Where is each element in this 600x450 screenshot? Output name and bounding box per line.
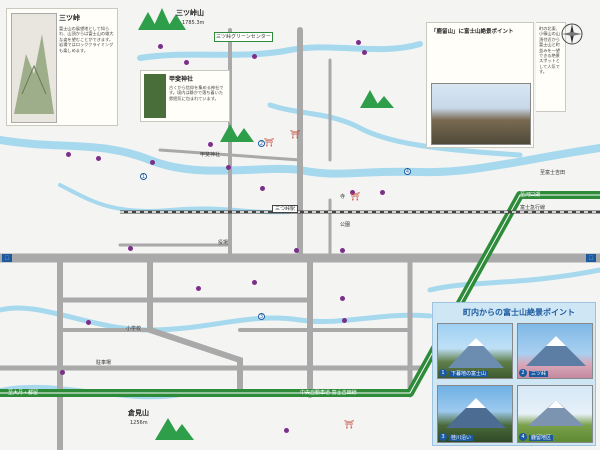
rail-line-label: 富士急行線 bbox=[520, 205, 546, 211]
poi-dot[interactable] bbox=[294, 248, 299, 253]
panel-mitsutoge-title: 三ツ峠 bbox=[59, 14, 80, 22]
highway-label: 中央自動車道 富士吉田線 bbox=[300, 390, 357, 396]
poi-dot[interactable] bbox=[350, 190, 355, 195]
poi-dot[interactable] bbox=[342, 318, 347, 323]
road-right-top-label: 至富士吉田 bbox=[540, 170, 566, 176]
poi-dot[interactable] bbox=[60, 370, 65, 375]
photo-3-caption: 桂川沿い bbox=[449, 435, 474, 441]
panel-shrine-text: 古くから信仰を集める神社です。境内は静かで落ち着いた雰囲気に包まれています。 bbox=[169, 85, 224, 101]
panel-fuji-points: 町内からの富士山絶景ポイント 1 bbox=[432, 302, 596, 446]
panel-mitsutoge-text: 富士山の展望地として知られ、山頂からは富士山の雄大な姿を望むことができます。岩場… bbox=[59, 26, 114, 53]
poi-dot[interactable] bbox=[260, 186, 265, 191]
poi-dot[interactable] bbox=[184, 60, 189, 65]
torii-icon[interactable]: ⛩ bbox=[344, 420, 355, 429]
peak-kuramiyama-height: 1256m bbox=[130, 420, 148, 426]
route-marker-1[interactable]: 1 bbox=[140, 173, 147, 180]
mitsutoge-illustration bbox=[11, 13, 57, 123]
shrine-photo bbox=[144, 74, 166, 118]
panel-shrine: 甲斐神社 古くから信仰を集める神社です。境内は静かで落ち着いた雰囲気に包まれてい… bbox=[140, 70, 230, 122]
road-left-bottom-label: 至大月・都留 bbox=[8, 390, 39, 396]
poi-dot[interactable] bbox=[340, 296, 345, 301]
poi-dot[interactable] bbox=[340, 248, 345, 253]
parking-label: 駐車場 bbox=[96, 360, 112, 366]
temple-label: 寺 bbox=[340, 194, 346, 200]
poi-dot[interactable] bbox=[356, 40, 361, 45]
poi-dot[interactable] bbox=[226, 165, 231, 170]
torii-icon[interactable]: ⛩ bbox=[350, 192, 361, 201]
peak-mitsutoge-height: 1785.3m bbox=[182, 20, 205, 26]
photo-1-caption: 下暮地の富士山 bbox=[449, 371, 489, 377]
green-center-label[interactable]: 三ツ峠グリーンセンター bbox=[214, 32, 273, 42]
poi-dot[interactable] bbox=[284, 428, 289, 433]
route-marker-4[interactable]: 4 bbox=[404, 168, 411, 175]
poi-dot[interactable] bbox=[208, 142, 213, 147]
photo-3-number: 3 bbox=[439, 433, 447, 441]
route-marker-2[interactable]: 2 bbox=[258, 140, 265, 147]
fuji-photo-1 bbox=[437, 323, 513, 379]
poi-dot[interactable] bbox=[96, 156, 101, 161]
poi-dot[interactable] bbox=[86, 320, 91, 325]
panel-viewpoint-text: 町の北東、小篠山の山頂付近から富士山と町並みを一望できる絶景スポットとして人気で… bbox=[539, 26, 560, 75]
shrine-label: 甲斐神社 bbox=[200, 152, 221, 158]
photo-2-caption: 三ツ峠 bbox=[529, 371, 549, 377]
panel-shrine-title: 甲斐神社 bbox=[169, 76, 194, 83]
peak-kuramiyama-name: 倉見山 bbox=[128, 409, 149, 417]
poi-dot[interactable] bbox=[362, 50, 367, 55]
photo-1-number: 1 bbox=[439, 369, 447, 377]
panel-fuji-title: 町内からの富士山絶景ポイント bbox=[463, 308, 575, 317]
panel-viewpoint-text-box: 町の北東、小篠山の山頂付近から富士山と町並みを一望できる絶景スポットとして人気で… bbox=[536, 22, 566, 112]
town-office-label: 役場 bbox=[218, 240, 229, 246]
fuji-photo-3 bbox=[437, 385, 513, 443]
torii-icon[interactable]: ⛩ bbox=[264, 138, 275, 147]
park-label: 公園 bbox=[340, 222, 351, 228]
route-shield-icon: ⬚ bbox=[2, 254, 12, 262]
photo-4-caption: 鹿留地区 bbox=[529, 435, 554, 441]
route-marker-3[interactable]: 3 bbox=[258, 313, 265, 320]
poi-dot[interactable] bbox=[380, 190, 385, 195]
poi-dot[interactable] bbox=[66, 152, 71, 157]
station-label[interactable]: 三つ峠駅 bbox=[272, 205, 299, 213]
panel-viewpoint-title: 「鹿留山」に富士山絶景ポイント bbox=[431, 29, 514, 35]
poi-dot[interactable] bbox=[252, 54, 257, 59]
peak-mitsutoge-name: 三ツ峠山 bbox=[176, 9, 204, 17]
poi-dot[interactable] bbox=[128, 246, 133, 251]
poi-dot[interactable] bbox=[150, 160, 155, 165]
road-right-label: 至河口湖 bbox=[520, 192, 541, 198]
photo-4-number: 4 bbox=[519, 433, 527, 441]
viewpoint-photo bbox=[431, 83, 531, 145]
compass-icon bbox=[560, 22, 584, 46]
poi-dot[interactable] bbox=[252, 280, 257, 285]
route-shield-icon: ⬚ bbox=[586, 254, 596, 262]
school-label: 小学校 bbox=[126, 326, 142, 332]
panel-viewpoint: 「鹿留山」に富士山絶景ポイント bbox=[426, 22, 534, 148]
photo-2-number: 2 bbox=[519, 369, 527, 377]
panel-mitsutoge: 三ツ峠 富士山の展望地として知られ、山頂からは富士山の雄大な姿を望むことができま… bbox=[6, 8, 118, 126]
torii-icon[interactable]: ⛩ bbox=[290, 130, 301, 139]
roads bbox=[0, 27, 600, 450]
poi-dot[interactable] bbox=[158, 44, 163, 49]
poi-dot[interactable] bbox=[196, 286, 201, 291]
fuji-photo-4 bbox=[517, 385, 593, 443]
fuji-photo-2 bbox=[517, 323, 593, 379]
